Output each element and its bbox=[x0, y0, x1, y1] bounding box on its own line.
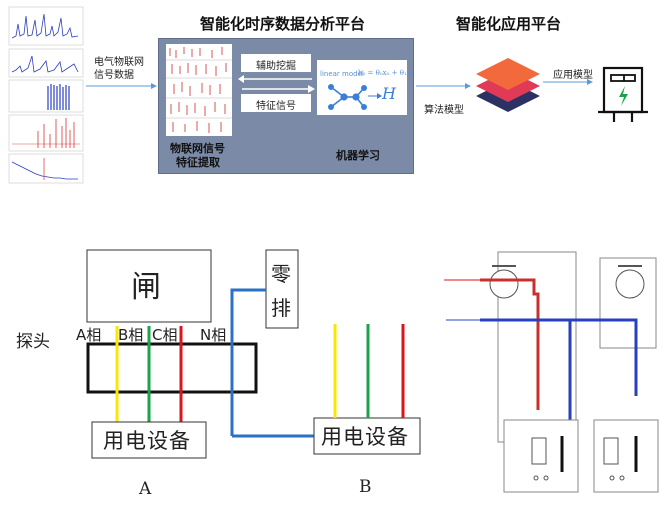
device-a-label: 用电设备 bbox=[103, 429, 191, 453]
caption-a: A bbox=[139, 479, 152, 499]
device-b-label: 用电设备 bbox=[321, 425, 409, 449]
probe-label: 探头 bbox=[16, 332, 50, 352]
smart-meter-icon bbox=[598, 66, 648, 122]
app-model-label: 应用模型 bbox=[553, 70, 593, 81]
feature-signal-label: 特征信号 bbox=[256, 101, 296, 112]
aux-mining-label: 辅助挖掘 bbox=[256, 61, 296, 72]
h-symbol: H bbox=[382, 84, 396, 103]
linear-model-formula: h₀ = θ₀x₀ + θ₁x₁ bbox=[358, 69, 414, 77]
aux-arrows bbox=[238, 75, 315, 93]
flow-arrows bbox=[86, 79, 593, 89]
feature-extract-label-2: 特征提取 bbox=[176, 156, 220, 169]
app-platform-title: 智能化应用平台 bbox=[456, 15, 562, 33]
algorithm-model-label: 算法模型 bbox=[424, 105, 464, 116]
analysis-title: 智能化时序数据分析平台 bbox=[200, 15, 366, 33]
phase-n-label: N相 bbox=[200, 326, 227, 344]
phase-a-label: A相 bbox=[76, 326, 102, 344]
network-icon bbox=[328, 84, 367, 110]
aux-mining-box bbox=[241, 54, 311, 72]
feature-extract-label-1: 物联网信号 bbox=[170, 142, 225, 155]
caption-b: B bbox=[359, 477, 372, 497]
feature-signal-box bbox=[241, 94, 311, 112]
ml-arrow bbox=[368, 93, 382, 99]
signal-thumbnails bbox=[8, 6, 84, 184]
switch-label: 闸 bbox=[131, 270, 161, 305]
feature-extraction-image bbox=[166, 44, 232, 136]
input-label-line2: 信号数据 bbox=[94, 70, 134, 81]
linear-model-caption: linear model bbox=[320, 70, 364, 78]
machine-learning-label: 机器学习 bbox=[336, 149, 380, 162]
neutral-bar-label-1: 零 bbox=[271, 262, 291, 286]
input-label-line1: 电气物联网 bbox=[94, 57, 144, 68]
installation-schematic bbox=[444, 251, 659, 493]
neutral-bar-label-2: 排 bbox=[271, 296, 291, 320]
layers-icon bbox=[476, 58, 540, 112]
phase-b-label: B相 bbox=[118, 326, 144, 344]
phase-c-label: C相 bbox=[152, 326, 178, 344]
wiring-diagram bbox=[86, 249, 421, 459]
